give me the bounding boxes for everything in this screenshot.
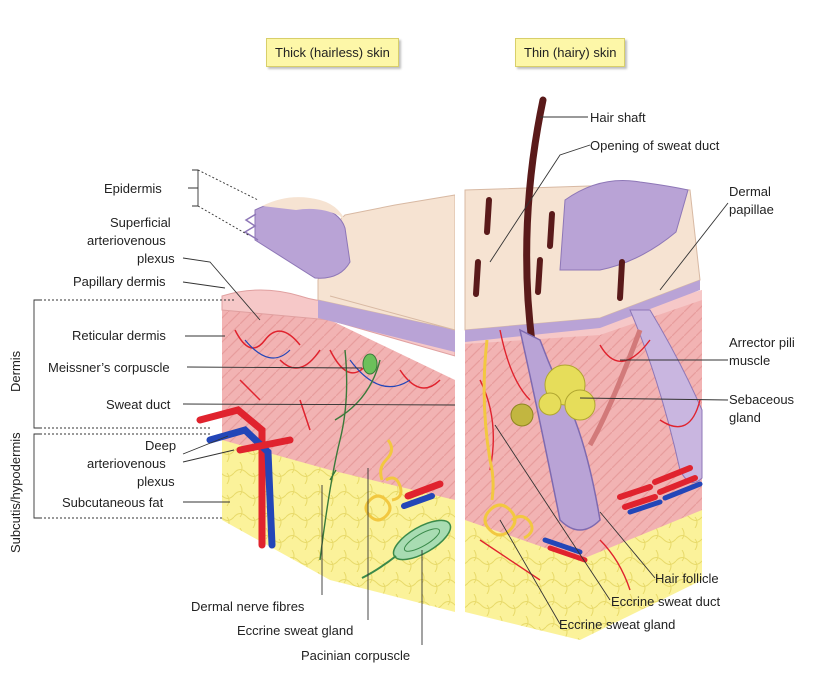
title-thick-skin: Thick (hairless) skin xyxy=(266,38,399,67)
nerve-fibres xyxy=(319,349,381,561)
pacinian-corpuscle xyxy=(361,519,452,579)
eccrine-sweat-gland-left xyxy=(364,439,403,522)
label-sebaceous-gland-2: gland xyxy=(729,410,761,425)
thick-dermis-front xyxy=(222,300,455,500)
label-sebaceous-gland-1: Sebaceous xyxy=(729,392,795,407)
thin-skin-block xyxy=(464,96,703,640)
label-subcutaneous-fat: Subcutaneous fat xyxy=(62,495,164,510)
label-dermis-vertical: Dermis xyxy=(8,350,23,392)
center-divider xyxy=(455,185,465,640)
label-sweat-duct: Sweat duct xyxy=(106,397,171,412)
label-dermal-papillae-1: Dermal xyxy=(729,184,771,199)
label-hair-shaft: Hair shaft xyxy=(590,110,646,125)
label-superficial-plexus-1: Superficial xyxy=(110,215,171,230)
leader-lines xyxy=(33,116,729,645)
sebaceous-gland xyxy=(510,364,596,427)
label-arrector-pili-1: Arrector pili xyxy=(729,335,795,350)
label-superficial-plexus-3: plexus xyxy=(137,251,175,266)
label-papillary-dermis: Papillary dermis xyxy=(73,274,166,289)
label-reticular-dermis: Reticular dermis xyxy=(72,328,166,343)
label-deep-plexus-1: Deep xyxy=(145,438,177,453)
label-dermal-papillae-2: papillae xyxy=(729,202,774,217)
deep-vein xyxy=(206,426,276,549)
short-hairs xyxy=(473,197,625,301)
label-eccrine-sweat-gland-left: Eccrine sweat gland xyxy=(237,623,354,638)
label-meissner-corpuscle: Meissner’s corpuscle xyxy=(48,360,170,375)
deep-artery xyxy=(196,406,266,549)
label-epidermis: Epidermis xyxy=(104,181,162,196)
label-hair-follicle: Hair follicle xyxy=(655,571,719,586)
label-dermal-nerve-fibres: Dermal nerve fibres xyxy=(191,599,305,614)
label-eccrine-sweat-duct: Eccrine sweat duct xyxy=(611,594,721,609)
label-arrector-pili-2: muscle xyxy=(729,353,771,368)
title-thin-skin: Thin (hairy) skin xyxy=(515,38,626,67)
thick-skin-block xyxy=(196,194,456,612)
eccrine-sweat-gland-right xyxy=(483,503,534,540)
meissner-corpuscle xyxy=(362,353,378,375)
label-opening-sweat-duct: Opening of sweat duct xyxy=(590,138,720,153)
label-eccrine-sweat-gland-right: Eccrine sweat gland xyxy=(559,617,676,632)
eccrine-sweat-duct-right xyxy=(482,339,495,501)
label-pacinian-corpuscle: Pacinian corpuscle xyxy=(301,648,411,663)
label-subcutis-vertical: Subcutis/hypodermis xyxy=(8,432,23,553)
label-deep-plexus-2: arteriovenous xyxy=(87,456,166,471)
label-deep-plexus-3: plexus xyxy=(137,474,175,489)
label-superficial-plexus-2: arteriovenous xyxy=(87,233,166,248)
